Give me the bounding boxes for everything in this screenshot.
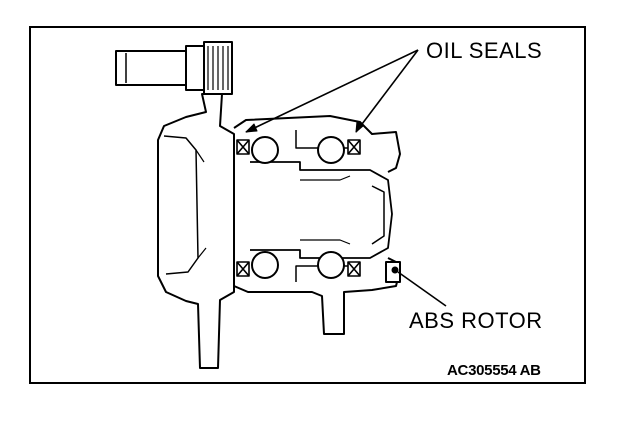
- abs-rotor-leader: [397, 271, 447, 307]
- oil-seals-leaders: [245, 49, 419, 133]
- inner-bore: [250, 161, 393, 259]
- figure-reference-code: AC305554 AB: [447, 362, 541, 379]
- hub-face-recess: [163, 135, 199, 275]
- abs-rotor-label: ABS ROTOR: [409, 308, 543, 333]
- hub-flange: [157, 93, 235, 369]
- wheel-stud: [115, 41, 233, 95]
- figure-frame: [29, 26, 586, 384]
- oil-seals-label: OIL SEALS: [426, 38, 543, 63]
- bearing-balls: [251, 136, 345, 279]
- oil-seals: [236, 139, 361, 277]
